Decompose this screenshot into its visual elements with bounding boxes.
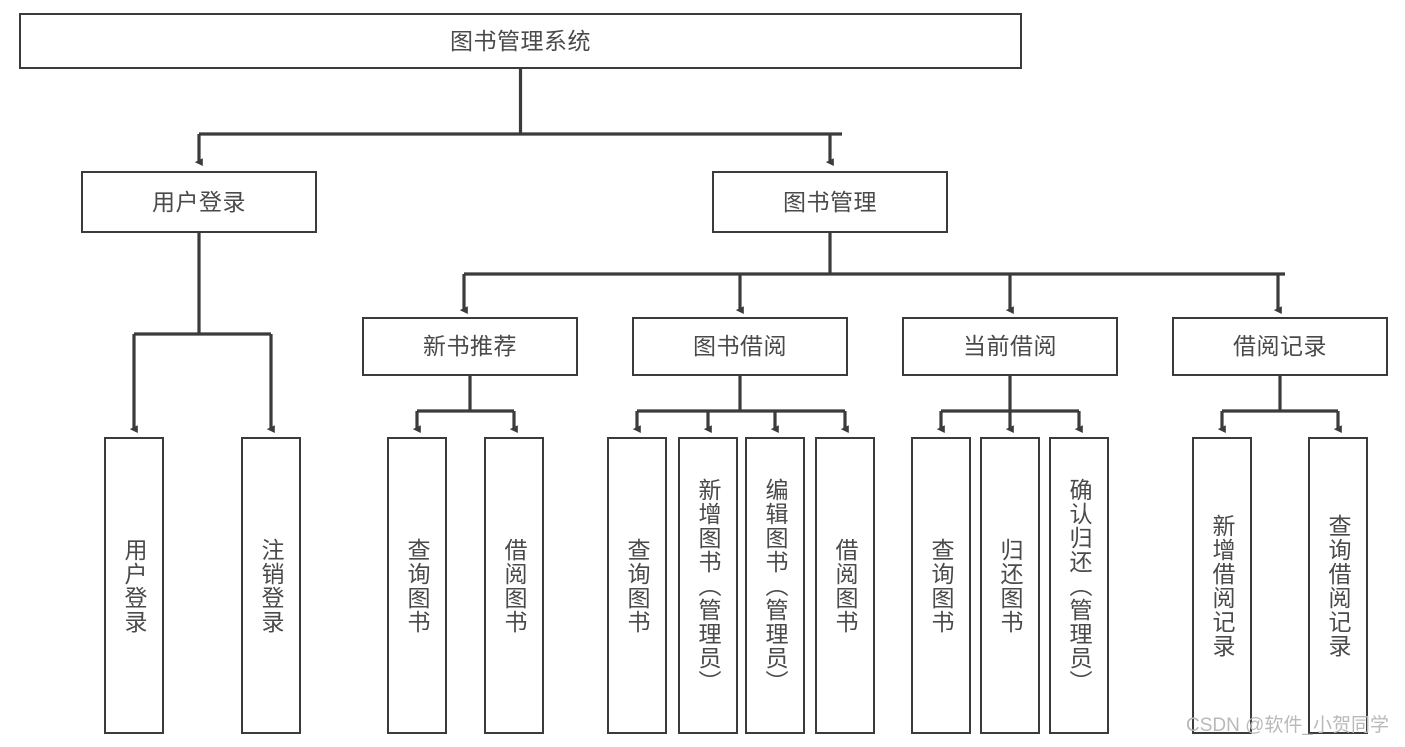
node-borrow-record[interactable]: 借阅记录 (1172, 317, 1388, 376)
node-label: 借阅图书 (832, 537, 859, 634)
node-label: 借阅图书 (501, 537, 528, 634)
node-label: 用户登录 (152, 188, 246, 215)
node-label: 编辑图书（管理员） (762, 477, 789, 694)
leaf-book-borrow-edit-book-admin[interactable]: 编辑图书（管理员） (745, 437, 805, 734)
node-user-login[interactable]: 用户登录 (81, 171, 317, 233)
leaf-borrow-record-query-record[interactable]: 查询借阅记录 (1308, 437, 1368, 734)
node-label: 查询图书 (404, 537, 431, 634)
node-label: 确认归还（管理员） (1066, 477, 1093, 694)
node-label: 查询图书 (928, 537, 955, 634)
node-book-management[interactable]: 图书管理 (712, 171, 948, 233)
leaf-book-borrow-borrow-book[interactable]: 借阅图书 (815, 437, 875, 734)
node-book-borrow[interactable]: 图书借阅 (632, 317, 848, 376)
leaf-book-borrow-add-book-admin[interactable]: 新增图书（管理员） (678, 437, 738, 734)
node-label: 归还图书 (997, 537, 1024, 634)
node-new-book-recommend[interactable]: 新书推荐 (362, 317, 578, 376)
leaf-user-login-login[interactable]: 用户登录 (104, 437, 164, 734)
node-label: 图书管理系统 (450, 27, 591, 54)
node-label: 查询借阅记录 (1325, 513, 1352, 658)
leaf-book-borrow-query-book[interactable]: 查询图书 (607, 437, 667, 734)
leaf-borrow-record-add-record[interactable]: 新增借阅记录 (1192, 437, 1252, 734)
node-label: 图书管理 (783, 188, 877, 215)
node-label: 查询图书 (624, 537, 651, 634)
leaf-current-borrow-confirm-return-admin[interactable]: 确认归还（管理员） (1049, 437, 1109, 734)
node-label: 注销登录 (258, 537, 285, 634)
leaf-new-book-query-book[interactable]: 查询图书 (387, 437, 447, 734)
node-label: 用户登录 (121, 537, 148, 634)
node-label: 当前借阅 (963, 333, 1057, 360)
leaf-current-borrow-return-book[interactable]: 归还图书 (980, 437, 1040, 734)
csdn-watermark: CSDN @软件_小贺同学 (1186, 715, 1389, 736)
node-current-borrow[interactable]: 当前借阅 (902, 317, 1118, 376)
node-label: 借阅记录 (1233, 333, 1327, 360)
leaf-current-borrow-query-book[interactable]: 查询图书 (911, 437, 971, 734)
node-label: 新增借阅记录 (1209, 513, 1236, 658)
node-label: 新增图书（管理员） (695, 477, 722, 694)
node-label: 新书推荐 (423, 333, 517, 360)
leaf-new-book-borrow-book[interactable]: 借阅图书 (484, 437, 544, 734)
node-label: 图书借阅 (693, 333, 787, 360)
node-root-book-management-system[interactable]: 图书管理系统 (19, 13, 1022, 69)
leaf-user-login-logout[interactable]: 注销登录 (241, 437, 301, 734)
